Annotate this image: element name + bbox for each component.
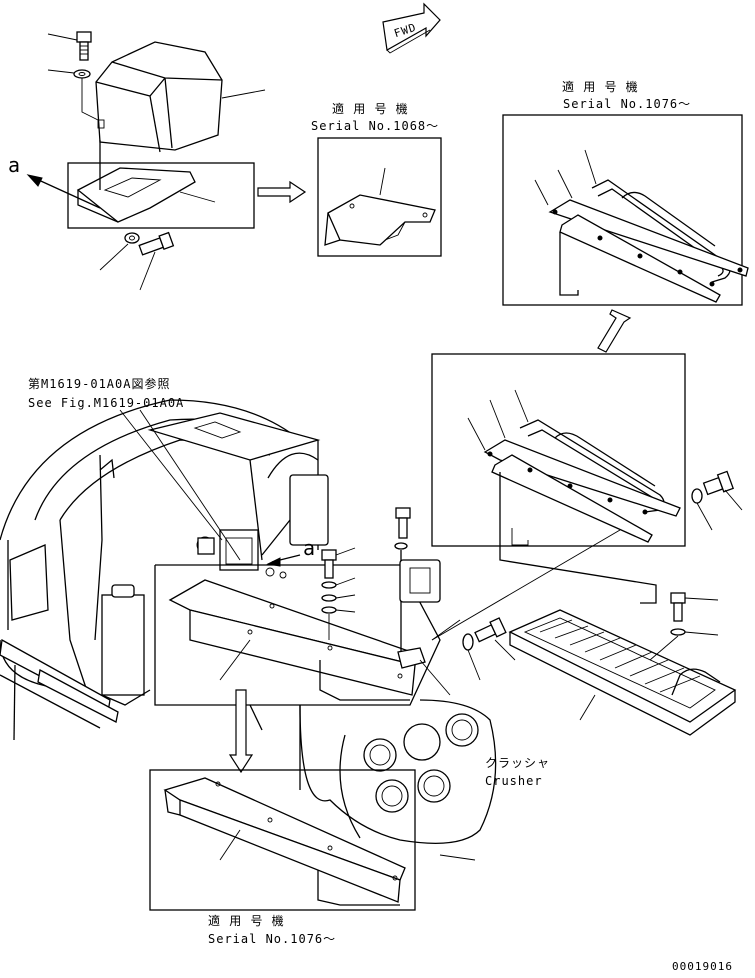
- bolt-stack-a: [321, 547, 356, 640]
- bolt-step-far-right: [670, 592, 686, 622]
- serial-1076-bottom-label: 適 用 号 機: [208, 914, 285, 928]
- fwd-arrow: [382, 2, 441, 54]
- serial-1076-top-number: Serial No.1076～: [563, 97, 692, 111]
- machine-body: [0, 399, 329, 741]
- bolt-step-right: [702, 470, 735, 496]
- cover-box: [95, 41, 223, 153]
- cover-plate: [76, 167, 196, 223]
- drawing-number: 00019016: [672, 960, 733, 973]
- crusher-en: Crusher: [485, 774, 543, 788]
- serial-1068-label: 適 用 号 機: [332, 102, 409, 116]
- serial-1076-bottom-number: Serial No.1076～: [208, 932, 337, 946]
- arrow-down-to-serial-1076: [228, 689, 254, 774]
- reference-en: See Fig.M1619-01A0A: [28, 396, 185, 410]
- washer-step-far-right: [670, 628, 686, 636]
- bolt-plate: [138, 231, 175, 256]
- washer-top-left: [73, 69, 91, 79]
- cover-bracket-main: [154, 564, 441, 706]
- serial-1076-inset-top: [502, 114, 749, 306]
- arrow-up-to-serial-1076: [597, 309, 632, 353]
- washer-center-1: [394, 542, 408, 550]
- serial-1068-inset: [317, 137, 442, 257]
- spacer-block: [397, 647, 426, 669]
- marker-a: a: [8, 153, 21, 177]
- serial-1068-number: Serial No.1068～: [311, 119, 440, 133]
- plate-detail-frame: [67, 162, 255, 229]
- reference-jp: 第M1619-01A0A図参照: [28, 377, 171, 391]
- arrow-to-serial-1068: [257, 180, 307, 204]
- reference-leader-2: [139, 409, 241, 561]
- bolt-step-left: [474, 617, 507, 643]
- step-detail: [431, 353, 686, 604]
- washer-plate: [124, 232, 140, 244]
- crusher: [249, 699, 497, 861]
- serial-1076-inset-bottom: [149, 769, 416, 911]
- washer-step-right: [691, 488, 703, 504]
- bracket-small: [399, 559, 441, 603]
- bolt-top-left: [76, 31, 92, 61]
- marker-a2: a: [303, 536, 316, 560]
- serial-1076-top-label: 適 用 号 機: [562, 80, 639, 94]
- reference-leader-1: [119, 409, 223, 541]
- crusher-jp: クラッシャ: [485, 756, 551, 770]
- bolt-center-1: [395, 507, 411, 539]
- washer-step-left: [462, 633, 474, 651]
- step-assembly: [508, 609, 737, 736]
- top-cover-group: [26, 31, 307, 291]
